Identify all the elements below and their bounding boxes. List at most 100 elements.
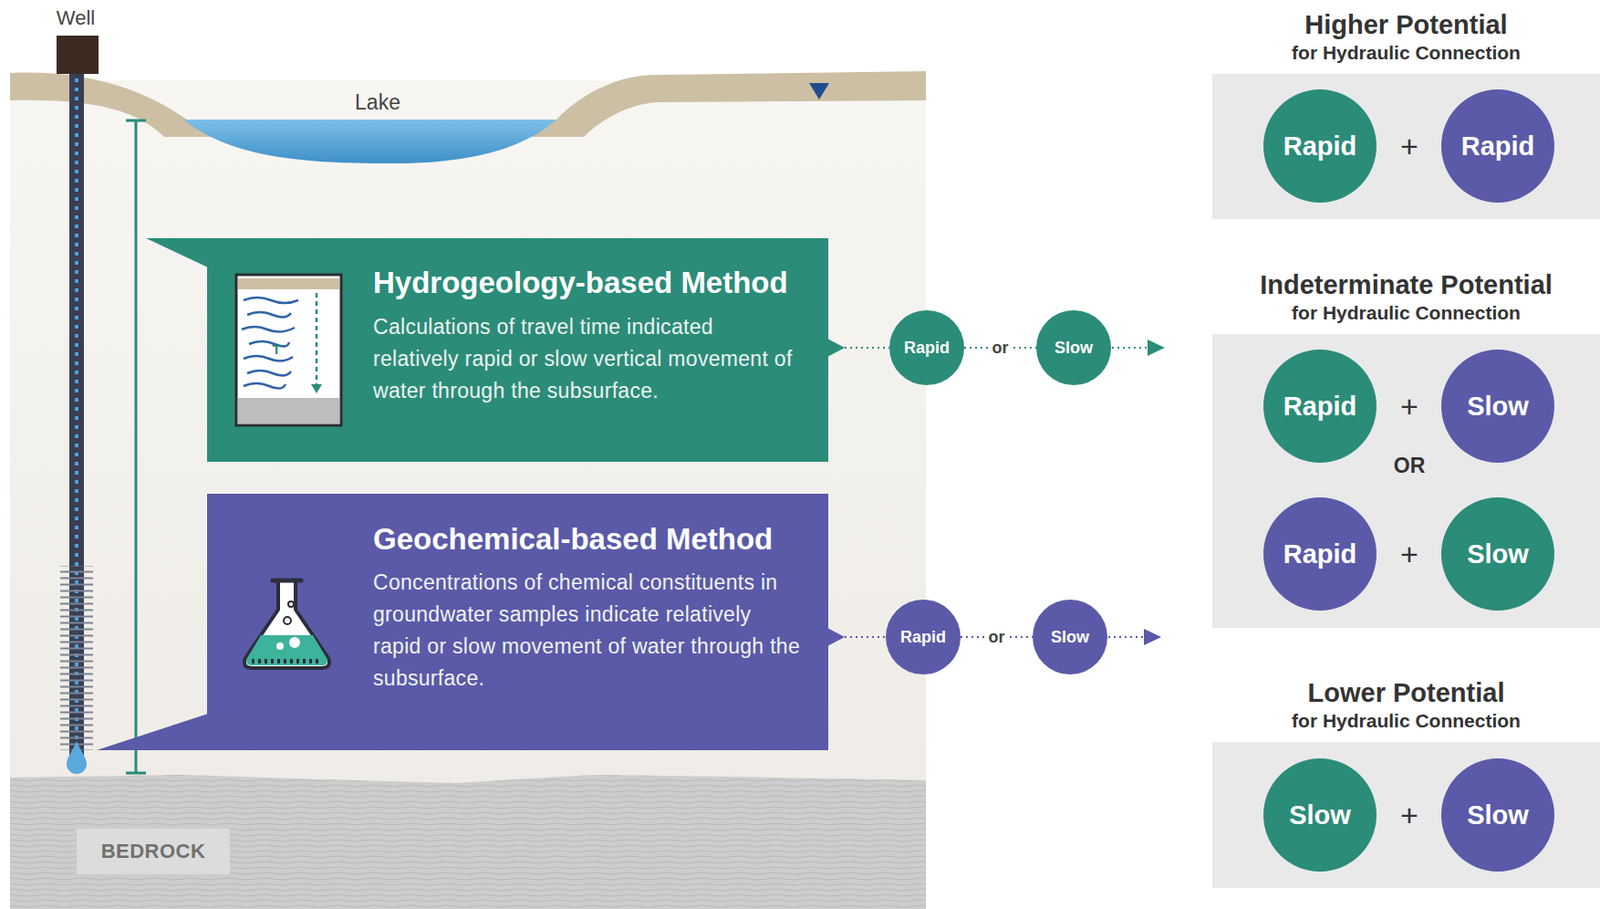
flask-dot: [290, 658, 293, 664]
method-description: Calculations of travel time indicated re…: [373, 311, 802, 407]
method-box: Geochemical-based MethodConcentrations o…: [207, 493, 829, 750]
flask-icon: [234, 571, 340, 674]
circle-label: Rapid: [1461, 131, 1536, 162]
flask-dot: [283, 658, 287, 664]
well-screen: [60, 565, 94, 750]
circle-label: Slow: [1466, 539, 1529, 570]
well-head: [56, 35, 99, 74]
icon-soil: [238, 278, 340, 290]
panel-heading: Indeterminate Potentialfor Hydraulic Con…: [1203, 268, 1600, 325]
icon-flow-line: [315, 292, 319, 386]
or-label: OR: [1393, 453, 1426, 478]
arrow-head: [1147, 339, 1165, 356]
connector-label: or: [989, 338, 1012, 358]
connector: [828, 347, 890, 349]
result-circle: Rapid: [1441, 89, 1555, 203]
flask-dot: [251, 658, 255, 664]
flask-rim: [272, 578, 302, 583]
result-circle: Rapid: [889, 310, 965, 385]
panel-title: Indeterminate Potential: [1203, 268, 1600, 302]
circle-label: Rapid: [1283, 131, 1358, 162]
graphic-part: [243, 355, 293, 362]
dotted-arrow: [1111, 346, 1150, 349]
flask-dot: [315, 658, 319, 664]
arrow-head: [1143, 628, 1162, 645]
flask-dots: [251, 658, 319, 664]
graphic-part: [249, 341, 290, 347]
bedrock-texture: [10, 774, 926, 909]
subsurface-ground: [10, 80, 926, 783]
circle-label: Slow: [1466, 800, 1529, 831]
water-drop: [66, 740, 87, 774]
connector: [828, 636, 886, 638]
connector-label: or: [986, 627, 1008, 647]
flask-dot: [309, 658, 312, 664]
circle-label: Slow: [1466, 391, 1529, 422]
flask-dot: [258, 658, 261, 664]
icon-bedrock: [238, 397, 340, 424]
graphic-part: [247, 370, 291, 376]
potential-panel: Indeterminate Potentialfor Hydraulic Con…: [1212, 333, 1600, 628]
method-heading: Geochemical-based Method: [373, 520, 773, 558]
circle-label: Rapid: [900, 627, 946, 647]
panel-subtitle: for Hydraulic Connection: [1203, 708, 1600, 733]
flask-liquid: [246, 634, 328, 665]
panel-title: Lower Potential: [1203, 675, 1600, 709]
circle-label: Slow: [1288, 800, 1351, 831]
lake-water: [183, 119, 557, 164]
result-circle: Slow: [1036, 310, 1112, 385]
circle-label: Slow: [1050, 627, 1090, 647]
method-heading: Hydrogeology-based Method: [373, 264, 789, 302]
circle-label: Rapid: [1283, 391, 1358, 422]
panel-subtitle: for Hydraulic Connection: [1203, 41, 1600, 65]
result-circle: Slow: [1263, 758, 1377, 872]
dotted-connector: [828, 346, 890, 349]
result-circle: Rapid: [1263, 89, 1377, 203]
bedrock: [10, 774, 926, 909]
bracket-cap: [125, 771, 146, 775]
plus-sign: +: [1400, 536, 1419, 572]
flask-dot: [264, 658, 268, 664]
plus-sign: +: [1400, 388, 1419, 425]
circle-label: Rapid: [903, 338, 950, 358]
flask-dot: [277, 658, 281, 664]
water-table-marker: [809, 83, 830, 100]
bubble: [283, 616, 291, 624]
panel-heading: Lower Potentialfor Hydraulic Connection: [1203, 675, 1600, 733]
method-box: Hydrogeology-based MethodCalculations of…: [207, 238, 829, 462]
panel-heading: Higher Potentialfor Hydraulic Connection: [1203, 8, 1600, 65]
graphic-part: [243, 297, 299, 303]
flask-dot: [270, 658, 274, 664]
circle-label: Slow: [1054, 338, 1093, 358]
plus-sign: +: [1400, 128, 1419, 165]
bracket-cap: [125, 119, 146, 123]
travel-time-icon: [234, 272, 343, 427]
panel-title: Higher Potential: [1203, 8, 1600, 42]
bedrock-label: BEDROCK: [101, 839, 207, 863]
bedrock-tag: BEDROCK: [76, 828, 230, 874]
icon-waves: [241, 297, 299, 389]
bubble: [289, 636, 301, 648]
method-description: Concentrations of chemical constituents …: [373, 566, 802, 695]
result-circle: Rapid: [885, 599, 961, 675]
flask-dot: [302, 658, 306, 664]
result-circle: Slow: [1441, 497, 1555, 611]
travel-time-symbol: T: [271, 341, 281, 357]
callout-pointer: [96, 713, 208, 750]
dotted-connector: [828, 635, 886, 638]
panel-subtitle: for Hydraulic Connection: [1203, 301, 1600, 325]
bubble: [276, 642, 284, 650]
flask-dot: [296, 658, 300, 664]
callout-pointer: [145, 238, 208, 268]
plus-sign: +: [1400, 797, 1419, 833]
result-circle: Rapid: [1263, 497, 1377, 611]
graphic-part: [243, 383, 286, 389]
lake-label: Lake: [354, 90, 401, 115]
result-circle: Slow: [1441, 758, 1555, 872]
icon-flow-head: [311, 384, 323, 394]
depth-bracket: [135, 120, 138, 773]
well-label: Well: [56, 6, 95, 31]
graphic-part: [241, 326, 295, 333]
